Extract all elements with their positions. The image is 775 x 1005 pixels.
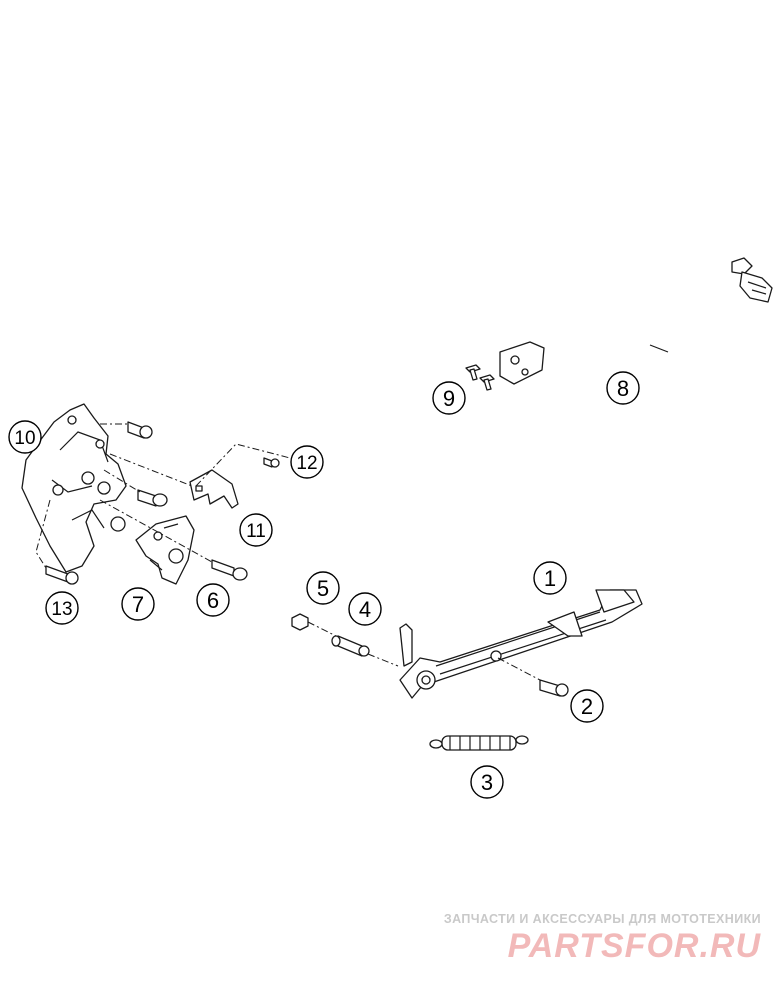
svg-text:13: 13	[51, 599, 72, 620]
callout-9: 9	[432, 381, 466, 415]
callout-8: 8	[606, 371, 640, 405]
svg-text:4: 4	[359, 597, 371, 622]
bolt-2-part	[497, 657, 569, 697]
svg-text:2: 2	[581, 694, 593, 719]
bolt-13-part	[45, 565, 79, 585]
bolt-12-part	[263, 457, 280, 468]
callout-5: 5	[306, 571, 340, 605]
callout-1: 1	[533, 561, 567, 595]
svg-text:6: 6	[207, 588, 219, 613]
callout-13: 13	[45, 591, 79, 625]
spring-part	[429, 735, 529, 751]
callout-4: 4	[348, 592, 382, 626]
screws-part	[465, 364, 495, 391]
svg-text:12: 12	[296, 453, 317, 474]
svg-text:9: 9	[443, 386, 455, 411]
svg-text:1: 1	[544, 566, 556, 591]
sensor-cable-part	[499, 231, 773, 385]
svg-text:8: 8	[617, 376, 629, 401]
callout-12: 12	[290, 445, 324, 479]
watermark-caption: ЗАПЧАСТИ И АКСЕССУАРЫ ДЛЯ МОТОТЕХНИКИ	[443, 912, 761, 926]
svg-text:5: 5	[317, 576, 329, 601]
callout-7: 7	[121, 587, 155, 621]
assembly-lines-left	[35, 423, 291, 569]
svg-text:3: 3	[481, 770, 493, 795]
callout-11: 11	[239, 513, 273, 547]
watermark-logo-text: PARTSFOR.RU	[508, 927, 762, 964]
svg-text:11: 11	[246, 521, 266, 542]
nut-part	[291, 613, 399, 667]
bushing-part	[331, 635, 370, 657]
watermark-logo: PARTSFOR.RU	[508, 927, 762, 964]
callout-3: 3	[470, 765, 504, 799]
callout-10: 10	[8, 420, 42, 454]
bolt-nut-part	[127, 421, 168, 507]
svg-text:7: 7	[132, 592, 144, 617]
plate-part	[135, 515, 195, 585]
callout-6: 6	[196, 583, 230, 617]
callout-2: 2	[570, 689, 604, 723]
small-bracket-part	[189, 469, 239, 509]
side-stand-part	[399, 589, 643, 699]
main-bracket-part	[21, 403, 127, 573]
svg-text:10: 10	[14, 428, 35, 449]
pin-6-part	[211, 559, 248, 581]
